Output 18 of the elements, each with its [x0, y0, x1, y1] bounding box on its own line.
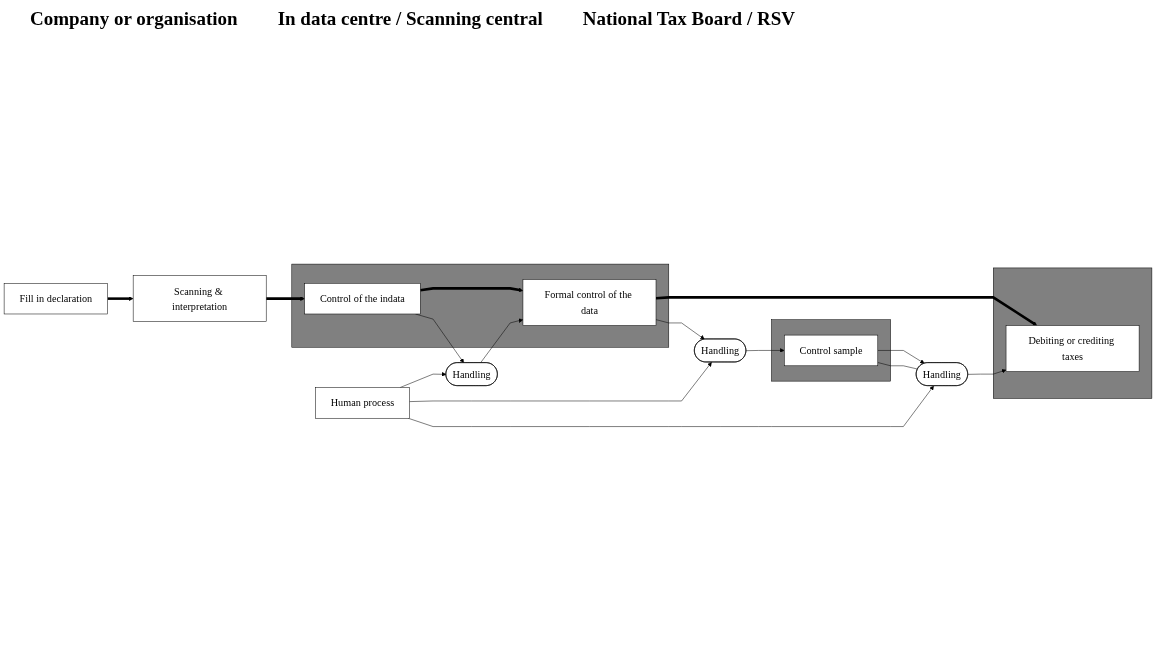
node-box: Formal control of the data — [522, 278, 657, 326]
arrow — [266, 296, 305, 301]
arrow — [107, 296, 134, 301]
cluster — [993, 267, 1153, 399]
node-box: Human process — [315, 386, 410, 419]
cluster — [291, 263, 670, 348]
node-box: Scanning & interpretation — [132, 275, 267, 322]
lane-heading: In data centre / Scanning central — [277, 8, 543, 31]
node-box: Control of the indata — [304, 282, 421, 314]
node-box: Control sample — [784, 334, 879, 366]
node-box: Fill in declaration — [3, 282, 108, 314]
cluster — [771, 319, 891, 382]
lane-heading: Company or organisation — [30, 8, 238, 31]
node-box: Debiting or crediting taxes — [1005, 324, 1140, 372]
arrow — [655, 295, 1038, 326]
arrow — [420, 286, 524, 292]
connector — [877, 361, 918, 369]
lane-heading: National Tax Board / RSV — [582, 8, 795, 31]
